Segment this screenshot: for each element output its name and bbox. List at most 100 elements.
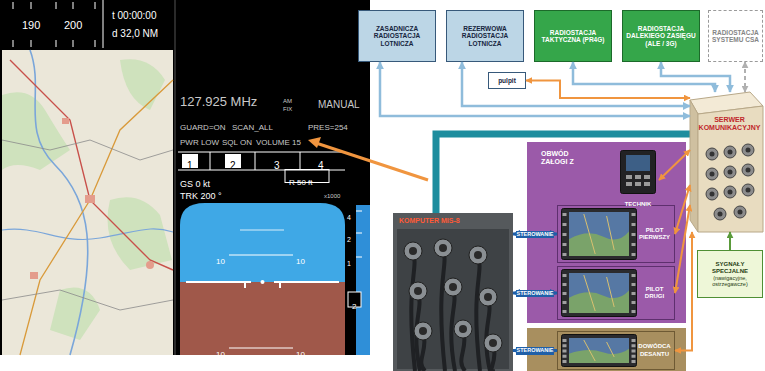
- rect-shape: [644, 182, 650, 186]
- label-slot: 1: [347, 253, 351, 269]
- rect-shape: [632, 301, 636, 304]
- circle-shape: [710, 152, 715, 157]
- display-readout: 127.925 MHz: [180, 94, 257, 109]
- display-readout: 10: [296, 257, 305, 266]
- panel-illustration: [690, 92, 763, 232]
- path-shape: [30, 50, 88, 355]
- node-label: pulpit: [491, 77, 523, 84]
- node-label: TECHNIK: [625, 201, 652, 208]
- line-shape: [356, 211, 362, 212]
- display-readout: 4: [318, 160, 324, 171]
- rect-shape: [563, 243, 567, 246]
- line-shape: [56, 2, 57, 9]
- line-shape: [255, 152, 256, 170]
- rect-shape: [632, 355, 636, 358]
- display-readout: GUARD=ON: [180, 123, 226, 132]
- display-readout: SQL ON: [222, 138, 252, 147]
- line-shape: [13, 40, 14, 47]
- rect-shape: [563, 310, 567, 313]
- rect-shape: [632, 344, 636, 347]
- radio-box-dashed: RADIOSTACJA SYSTEMU CSA: [708, 10, 763, 62]
- line-shape: [56, 40, 57, 47]
- circle-shape: [474, 251, 482, 259]
- circle-shape: [746, 168, 751, 173]
- rect-shape: [563, 355, 567, 358]
- panel-illustration: [393, 213, 513, 371]
- rect-shape: [626, 182, 632, 186]
- circle-shape: [484, 293, 492, 301]
- rect-shape: [563, 253, 567, 256]
- display-readout: 10: [216, 257, 225, 266]
- path-shape: [569, 349, 629, 363]
- rect-shape: [621, 151, 656, 194]
- rect-shape: [626, 155, 650, 171]
- path-shape: [411, 251, 415, 371]
- console-box: pulpit: [488, 72, 526, 89]
- edge-label: STEROWANIE: [516, 290, 555, 298]
- node-label: RADIOSTACJA TAKTYCZNA (PR4G): [537, 29, 609, 44]
- circle-shape: [724, 186, 736, 198]
- line-shape: [300, 152, 301, 170]
- rect-shape: [632, 243, 636, 246]
- rect-shape: [569, 273, 629, 313]
- path-shape: [2, 229, 173, 240]
- radio-box: ZASADNICZA RADIOSTACJA LOTNICZA: [358, 10, 436, 62]
- line-shape: [103, 0, 104, 48]
- circle-shape: [742, 184, 754, 196]
- circle-shape: [414, 322, 432, 340]
- label-slot: 2: [230, 156, 236, 172]
- display-readout: 2: [230, 160, 236, 171]
- display-readout: 1: [347, 260, 351, 267]
- rect-shape: [626, 175, 632, 179]
- rect-shape: [632, 339, 636, 342]
- panel-illustration: [620, 150, 656, 194]
- line-shape: [95, 40, 96, 47]
- circle-shape: [484, 334, 502, 352]
- path-shape: [441, 248, 445, 371]
- rect-shape: [632, 360, 636, 363]
- label-slot: PWR LOW: [180, 132, 219, 148]
- node-label: SYGNAŁY SPECJALNE: [700, 261, 760, 275]
- circle-shape: [409, 282, 427, 300]
- display-readout: t 00:00:00: [112, 10, 156, 21]
- label-slot: SQL ON: [222, 132, 252, 148]
- label-slot: 4: [347, 207, 351, 223]
- path-shape: [569, 291, 629, 313]
- path-shape: [584, 275, 614, 311]
- line-shape: [95, 2, 96, 9]
- rect-shape: [635, 175, 641, 179]
- circle-shape: [479, 288, 497, 306]
- label-slot: 10: [296, 251, 305, 267]
- computer-photo: KOMPUTER MIS-8: [393, 213, 513, 371]
- rect-shape: [569, 212, 629, 256]
- edge-label-slot: STEROWANIE: [516, 282, 555, 298]
- circle-shape: [710, 192, 715, 197]
- rect-shape: [62, 118, 69, 124]
- edge-label: STEROWANIE: [516, 231, 555, 239]
- panel-illustration: [561, 208, 637, 260]
- rect-shape: [632, 233, 636, 236]
- label-slot: 200: [64, 16, 82, 32]
- circle-shape: [261, 280, 265, 284]
- display-readout: 10: [216, 350, 225, 359]
- rect-shape: [632, 274, 636, 277]
- rect-shape: [632, 350, 636, 353]
- node-label: OBWÓD ZAŁOGI Z: [541, 150, 587, 167]
- rect-shape: [563, 350, 567, 353]
- rect-shape: [563, 213, 567, 216]
- path-shape: [108, 197, 173, 270]
- edge-label: STEROWANIE: [516, 347, 555, 355]
- connector: [380, 62, 690, 116]
- label-slot: 3: [274, 156, 280, 172]
- rect-shape: [632, 213, 636, 216]
- label-slot: d 32,0 NM: [112, 24, 158, 40]
- rect-shape: [635, 182, 641, 186]
- path-shape: [356, 205, 370, 355]
- path-shape: [20, 80, 173, 355]
- label-slot: t 00:00:00: [112, 6, 156, 22]
- connector: [661, 62, 730, 92]
- circle-shape: [738, 210, 743, 215]
- label-slot: 2: [347, 229, 351, 245]
- technician-panel: TECHNIK: [617, 150, 659, 210]
- panel-illustration: [561, 334, 637, 367]
